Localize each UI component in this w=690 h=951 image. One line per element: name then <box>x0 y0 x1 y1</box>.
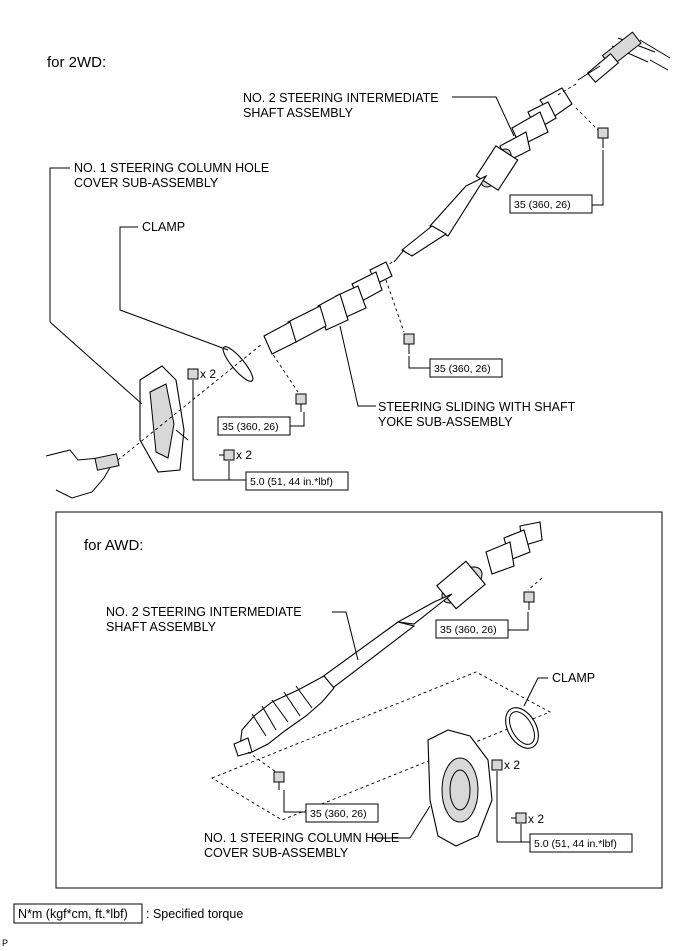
bolt-cover-2wd <box>219 449 235 461</box>
qty-nut-2wd: x 2 <box>200 367 216 381</box>
torque-box-upper-awd <box>435 619 509 639</box>
label-hole-cover-awd-2: COVER SUB-ASSEMBLY <box>204 846 349 860</box>
clamp-awd <box>505 707 539 749</box>
steering-gear-2wd <box>45 449 120 499</box>
torque-cover-2wd: 5.0 (51, 44 in.*lbf) <box>250 476 333 488</box>
bolt-upper-2wd <box>597 127 609 148</box>
torque-box-cover-awd <box>529 833 633 853</box>
awd-frame <box>55 511 663 889</box>
sliding-yoke-2wd <box>263 261 393 355</box>
bolt-yoke-2wd <box>403 333 415 354</box>
boot-awd <box>233 675 335 757</box>
bolt-lower-2wd <box>295 393 307 412</box>
label-intermediate-shaft-awd-1: NO. 2 STEERING INTERMEDIATE <box>106 605 302 619</box>
nut-2wd <box>187 368 199 380</box>
legend-unit: N*m (kgf*cm, ft.*lbf) <box>18 907 128 921</box>
torque-box-cover-2wd <box>245 471 349 491</box>
legend-unit-box <box>13 903 143 924</box>
clamp-2wd <box>222 346 254 382</box>
torque-box-lower-2wd <box>217 416 291 436</box>
intermediate-shaft-awd <box>317 521 543 691</box>
label-intermediate-shaft-awd-2: SHAFT ASSEMBLY <box>106 620 217 634</box>
bolt-lower-awd <box>273 771 285 790</box>
label-intermediate-shaft-2wd-1: NO. 2 STEERING INTERMEDIATE <box>243 91 439 105</box>
torque-box-lower-awd <box>305 803 379 823</box>
hole-cover-2wd <box>139 365 189 473</box>
bolt-upper-awd <box>523 591 535 610</box>
label-hole-cover-awd-1: NO. 1 STEERING COLUMN HOLE <box>204 831 399 845</box>
intermediate-shaft-2wd <box>393 87 573 263</box>
label-sliding-yoke-1: STEERING SLIDING WITH SHAFT <box>378 400 576 414</box>
qty-bolt-awd: x 2 <box>528 812 544 826</box>
label-sliding-yoke-2: YOKE SUB-ASSEMBLY <box>378 415 513 429</box>
section-title-awd: for AWD: <box>84 537 143 554</box>
label-hole-cover-2wd-1: NO. 1 STEERING COLUMN HOLE <box>74 161 269 175</box>
corner-mark: P <box>2 938 8 948</box>
qty-bolt-2wd: x 2 <box>236 448 252 462</box>
label-hole-cover-2wd-2: COVER SUB-ASSEMBLY <box>74 176 219 190</box>
torque-box-upper-2wd <box>509 194 593 214</box>
nut-awd <box>491 759 503 771</box>
torque-box-yoke-2wd <box>429 358 503 378</box>
torque-upper-awd: 35 (360, 26) <box>440 624 497 636</box>
torque-yoke-2wd: 35 (360, 26) <box>434 363 491 375</box>
torque-lower-awd: 35 (360, 26) <box>310 808 367 820</box>
torque-upper-2wd: 35 (360, 26) <box>514 199 571 211</box>
hole-cover-awd <box>427 729 493 847</box>
qty-nut-awd: x 2 <box>504 758 520 772</box>
torque-lower-2wd: 35 (360, 26) <box>222 421 279 433</box>
label-clamp-awd: CLAMP <box>552 671 595 685</box>
bolt-cover-awd <box>511 812 527 824</box>
steering-column-upper <box>577 31 671 84</box>
section-title-2wd: for 2WD: <box>47 54 106 71</box>
torque-cover-awd: 5.0 (51, 44 in.*lbf) <box>534 838 617 850</box>
label-intermediate-shaft-2wd-2: SHAFT ASSEMBLY <box>243 106 354 120</box>
legend-description: : Specified torque <box>146 907 243 921</box>
label-clamp-2wd: CLAMP <box>142 220 185 234</box>
